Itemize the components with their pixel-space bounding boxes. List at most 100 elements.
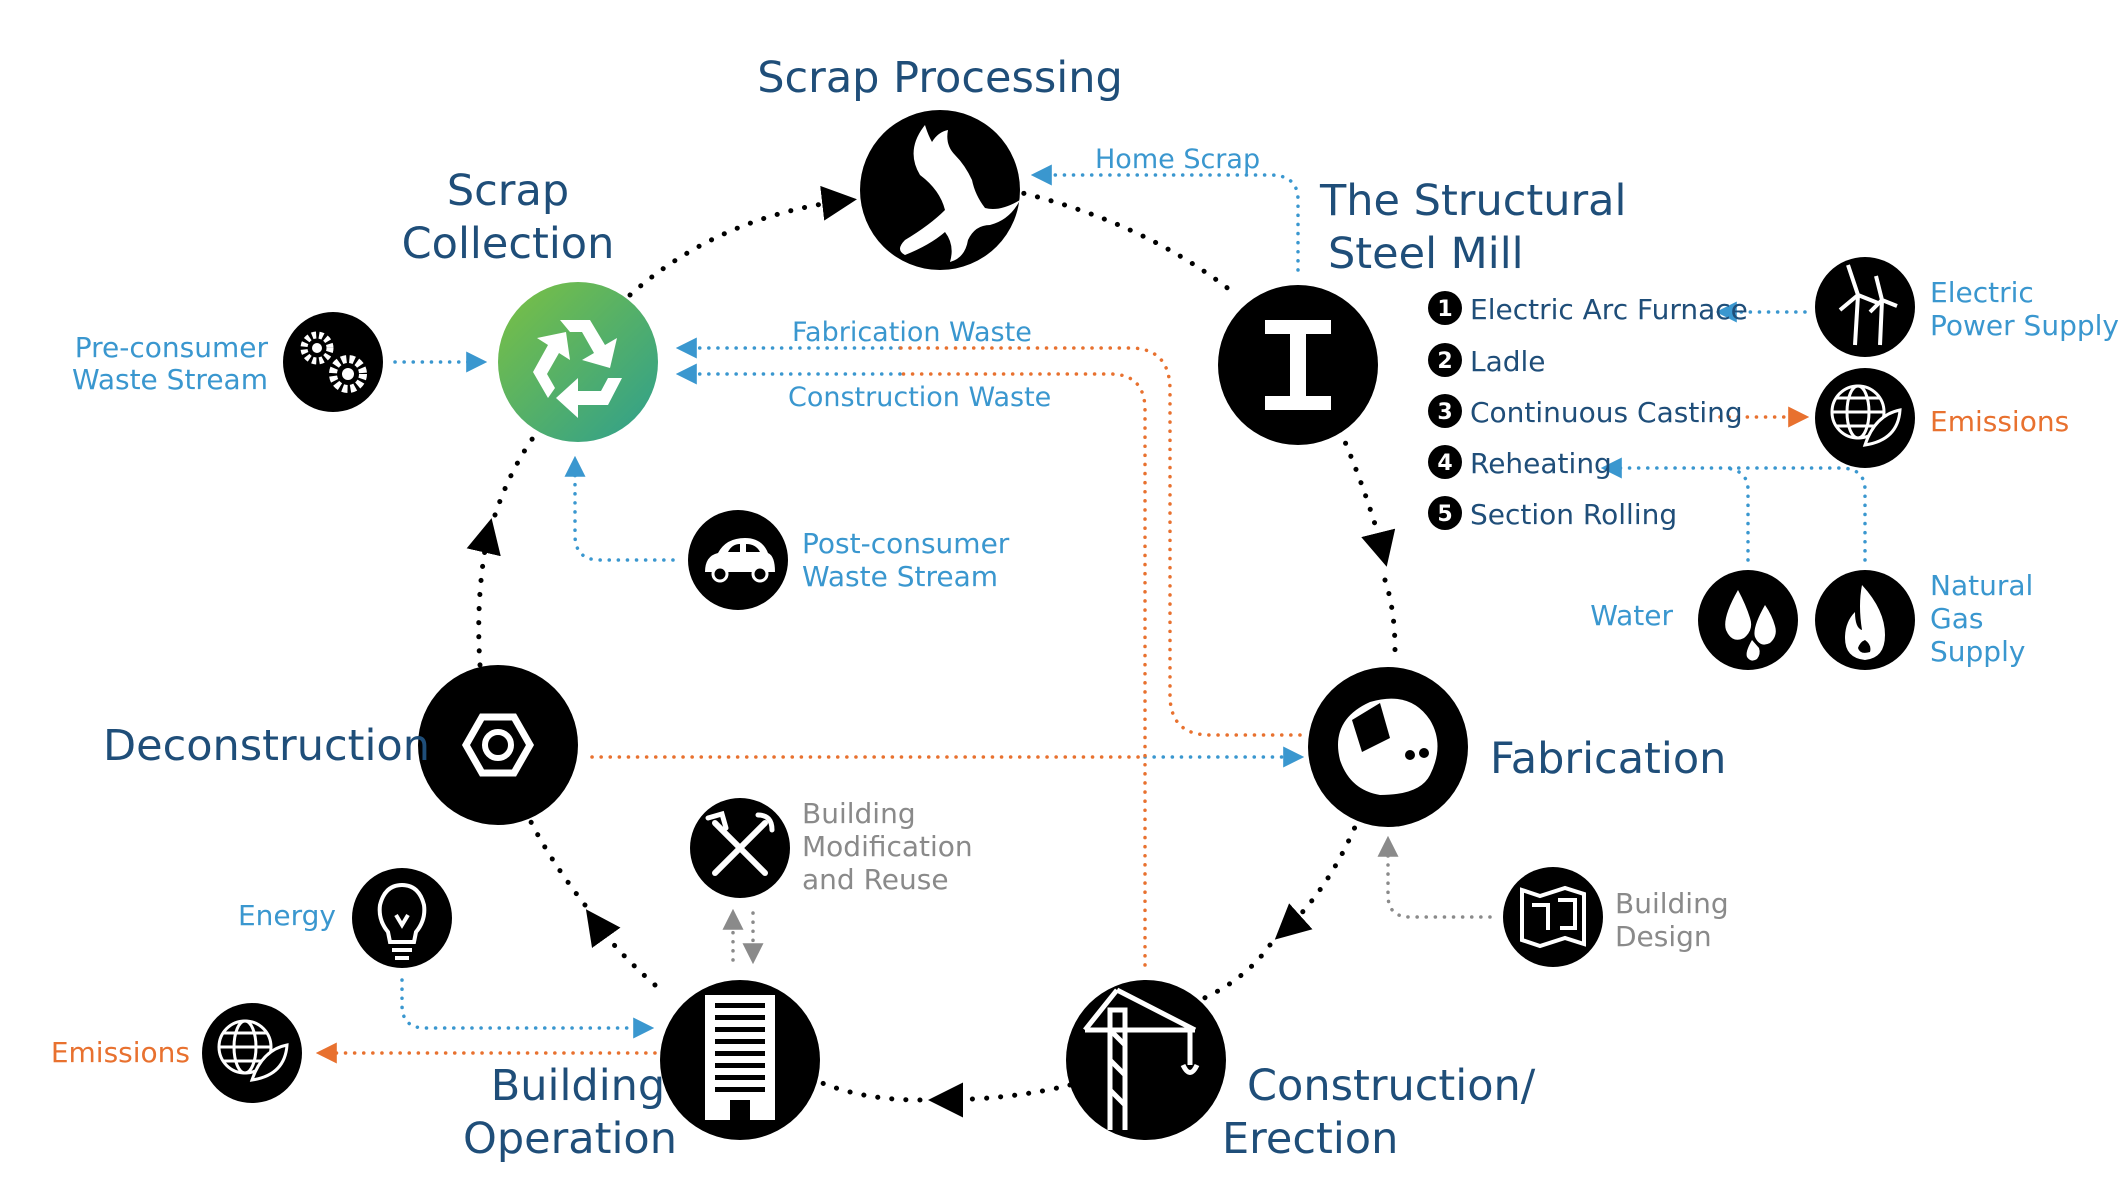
- recycle-icon: [533, 320, 622, 418]
- emissions-mill-node: Emissions: [1815, 368, 2069, 468]
- steel-mill-label-line1: The Structural: [1319, 176, 1626, 226]
- deconstruction-node: Deconstruction: [103, 665, 578, 825]
- post-consumer-node: Post-consumer Waste Stream: [688, 510, 1010, 610]
- building-operation-label-line1: Building: [491, 1061, 665, 1111]
- welding-mask-icon: [1338, 698, 1438, 795]
- flow-construction-to-building: [928, 1082, 1073, 1118]
- flow-processing-to-mill: [1007, 187, 1233, 293]
- flow-home-scrap: [1030, 164, 1300, 272]
- electric-power-label-line2: Power Supply: [1930, 309, 2119, 342]
- svg-text:2: 2: [1437, 349, 1452, 374]
- building-design-node: Building Design: [1503, 867, 1729, 967]
- mill-step: 2 Ladle: [1428, 343, 1546, 378]
- light-bulb-icon: [377, 882, 427, 960]
- construction-node: Construction/ Erection: [1066, 980, 1536, 1164]
- water-drops-icon: [1725, 590, 1776, 661]
- svg-text:1: 1: [1437, 297, 1452, 322]
- svg-text:3: 3: [1437, 400, 1452, 425]
- flow-fabrication-to-construction: [1274, 812, 1363, 940]
- emissions-building-label: Emissions: [51, 1036, 190, 1069]
- pre-consumer-label-line1: Pre-consumer: [75, 331, 269, 364]
- mill-step-label: Continuous Casting: [1470, 396, 1743, 429]
- flow-water-gas-to-reheating: [1600, 457, 1867, 562]
- flow-fabrication-waste-orange: [898, 346, 1302, 737]
- building-design-label-line1: Building: [1615, 887, 1729, 920]
- scrap-collection-label-line2: Collection: [402, 219, 615, 269]
- construction-label-line2: Erection: [1222, 1114, 1398, 1164]
- scrap-collection-node: Scrap Collection: [402, 166, 658, 442]
- globe-leaf-icon: [217, 1019, 289, 1082]
- flow-building-tail: [812, 1077, 923, 1103]
- energy-node: Energy: [238, 868, 452, 968]
- crane-icon: [1083, 987, 1200, 1130]
- globe-leaf-icon: [1830, 384, 1902, 447]
- scrap-processing-label: Scrap Processing: [757, 53, 1123, 103]
- natural-gas-label-line3: Supply: [1930, 635, 2025, 668]
- deconstruction-label: Deconstruction: [103, 721, 430, 771]
- electric-power-label-line1: Electric: [1930, 276, 2034, 309]
- tools-icon: [705, 810, 775, 876]
- svg-text:5: 5: [1437, 502, 1452, 527]
- mill-step: 1 Electric Arc Furnace: [1428, 291, 1748, 326]
- mill-step-label: Section Rolling: [1470, 498, 1677, 531]
- water-label: Water: [1590, 599, 1673, 632]
- blueprint-icon: [1520, 885, 1586, 949]
- building-mod-label-line3: and Reuse: [802, 863, 949, 896]
- electric-power-node: Electric Power Supply: [1815, 257, 2119, 357]
- fabrication-node: Fabrication: [1308, 667, 1726, 827]
- mill-step-label: Electric Arc Furnace: [1470, 293, 1748, 326]
- gears-icon: [300, 331, 367, 393]
- building-icon: [705, 995, 775, 1120]
- mill-step-label: Reheating: [1470, 447, 1612, 480]
- mill-steps-list: 1 Electric Arc Furnace 2 Ladle 3 Continu…: [1428, 291, 1748, 531]
- construction-waste-label: Construction Waste: [788, 382, 1051, 413]
- flow-collection-to-processing: [627, 185, 857, 298]
- building-operation-label-line2: Operation: [463, 1114, 677, 1164]
- post-consumer-label-line2: Waste Stream: [802, 560, 998, 593]
- construction-label-line1: Construction/: [1247, 1061, 1536, 1111]
- flame-icon: [1845, 585, 1885, 660]
- wind-turbine-icon: [1838, 264, 1898, 346]
- building-design-label-line2: Design: [1615, 920, 1712, 953]
- flow-construction-tail: [1197, 942, 1273, 1003]
- flow-construction-waste-orange: [898, 372, 1147, 967]
- flow-building-design: [1377, 835, 1492, 919]
- fabrication-waste-label: Fabrication Waste: [792, 317, 1032, 348]
- flow-mill-to-fabrication: [1337, 427, 1396, 567]
- building-mod-node: Building Modification and Reuse: [690, 797, 973, 898]
- main-cycle: [466, 185, 1398, 1118]
- mill-step: 4 Reheating: [1428, 445, 1612, 480]
- fabrication-label: Fabrication: [1490, 734, 1726, 784]
- building-mod-label-line1: Building: [802, 797, 916, 830]
- emissions-building-node: Emissions: [51, 1003, 302, 1103]
- scrap-grapple-icon: [900, 125, 1020, 262]
- hex-nut-icon: [461, 713, 535, 777]
- svg-text:4: 4: [1437, 451, 1452, 476]
- water-node: Water: [1590, 570, 1798, 670]
- steel-mill-label-line2: Steel Mill: [1328, 229, 1524, 279]
- scrap-processing-node: Scrap Processing: [757, 53, 1123, 270]
- natural-gas-node: Natural Gas Supply: [1815, 569, 2033, 670]
- flow-deconstruction-tail: [527, 817, 588, 908]
- building-mod-label-line2: Modification: [802, 830, 973, 863]
- natural-gas-label-line2: Gas: [1930, 602, 1983, 635]
- post-consumer-label-line1: Post-consumer: [802, 527, 1010, 560]
- mill-step: 3 Continuous Casting: [1428, 394, 1743, 429]
- flow-collection-tail: [492, 432, 538, 518]
- mill-step-label: Ladle: [1470, 345, 1546, 378]
- home-scrap-label: Home Scrap: [1095, 144, 1260, 175]
- car-icon: [705, 538, 775, 583]
- pre-consumer-label-line2: Waste Stream: [72, 363, 268, 396]
- flow-water-up: [1723, 466, 1750, 562]
- flow-mill-to-fabrication-tail: [1382, 577, 1398, 653]
- i-beam-icon: [1265, 320, 1331, 410]
- energy-label: Energy: [238, 899, 336, 932]
- flow-deconstruction-to-collection: [466, 518, 501, 668]
- scrap-collection-label-line1: Scrap: [447, 166, 569, 216]
- flow-building-to-deconstruction: [585, 909, 658, 988]
- steel-mill-node: The Structural Steel Mill: [1218, 176, 1626, 445]
- flow-post-consumer: [564, 455, 675, 562]
- building-operation-node: Building Operation: [463, 980, 820, 1164]
- emissions-mill-label: Emissions: [1930, 405, 2069, 438]
